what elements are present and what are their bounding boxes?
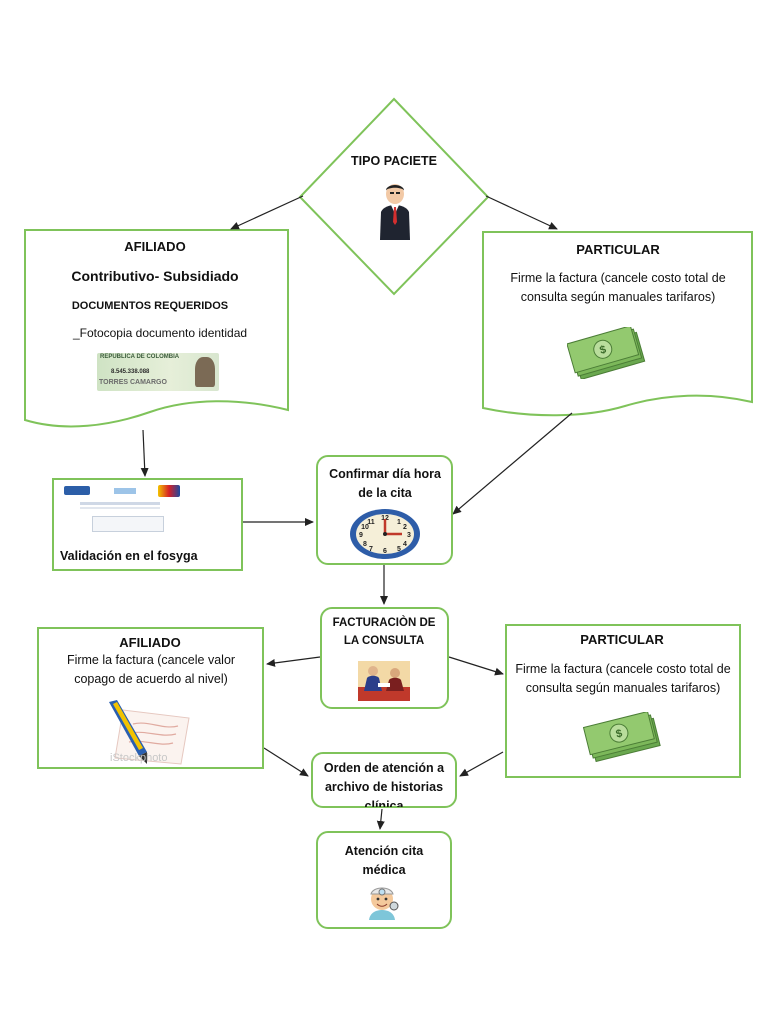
edge-afiliado-fosyga <box>140 429 149 477</box>
afiliado-top-document <box>24 229 289 428</box>
facturacion-line1: FACTURACIÒN DE <box>332 617 436 629</box>
particular-top-document <box>482 231 753 417</box>
svg-text:1: 1 <box>397 519 401 526</box>
tipo-title: TIPO PACIETE <box>351 154 437 168</box>
id-card-number: 8.545.338.088 <box>111 369 150 375</box>
orden-line3-clip: clínica <box>314 798 454 807</box>
afiliado-top-title: AFILIADO <box>124 239 186 254</box>
edge-facturacion-afiliado <box>266 656 321 667</box>
fosyga-screenshot-icon <box>62 484 182 532</box>
money-icon: $ <box>567 327 646 379</box>
particular-top-title: PARTICULAR <box>576 242 660 257</box>
svg-text:2: 2 <box>403 524 407 531</box>
svg-text:12: 12 <box>381 515 389 522</box>
particular-mid-line2: consulta según manuales tarifaros) <box>525 681 721 695</box>
orden-line3: clínica <box>364 799 404 807</box>
svg-text:9: 9 <box>359 532 363 539</box>
svg-text:10: 10 <box>361 524 369 531</box>
svg-text:$: $ <box>615 728 624 741</box>
afiliado-top-subtitle: Contributivo- Subsidiado <box>71 268 239 284</box>
svg-text:7: 7 <box>369 546 373 553</box>
id-card-icon: REPUBLICA DE COLOMBIA 8.545.338.088 TORR… <box>97 353 219 391</box>
atencion-line1: Atención cita <box>344 844 424 858</box>
edges <box>140 195 573 830</box>
fosyga-label: Validación en el fosyga <box>60 549 198 563</box>
edge-afiliado-orden <box>263 747 309 777</box>
edge-orden-atencion <box>376 808 385 830</box>
orden-line2: archivo de historias <box>324 780 444 794</box>
particular-mid-title: PARTICULAR <box>580 632 664 647</box>
svg-text:4: 4 <box>403 541 407 548</box>
id-card-country: REPUBLICA DE COLOMBIA <box>100 354 180 360</box>
particular-top-line1: Firme la factura (cancele costo total de <box>510 271 726 285</box>
id-card-name: TORRES CAMARGO <box>99 379 167 386</box>
afiliado-mid-line2: copago de acuerdo al nivel) <box>74 672 228 686</box>
money-icon: $ <box>583 712 661 762</box>
particular-top-line2: consulta según manuales tarifaros) <box>520 290 716 304</box>
cashier-icon <box>358 661 410 701</box>
afiliado-top-docs-title: DOCUMENTOS REQUERIDOS <box>71 300 229 312</box>
afiliado-mid-title: AFILIADO <box>119 635 181 650</box>
afiliado-mid-line1: Firme la factura (cancele valor <box>66 653 236 667</box>
afiliado-top-doc-item: _Fotocopia documento identidad <box>72 326 248 340</box>
svg-text:8: 8 <box>363 541 367 548</box>
svg-text:11: 11 <box>367 519 375 526</box>
facturacion-line2: LA CONSULTA <box>343 635 425 647</box>
svg-text:5: 5 <box>397 546 401 553</box>
businessman-icon <box>380 184 410 240</box>
orden-line1: Orden de atención a <box>323 761 445 775</box>
confirmar-line2: de la cita <box>358 486 412 500</box>
afiliado-mid-watermark: iStockphoto <box>110 752 168 764</box>
edge-particular-confirmar <box>452 412 573 515</box>
svg-text:6: 6 <box>383 548 387 555</box>
pen-signature-icon <box>109 700 190 765</box>
edge-tipo-afiliado <box>230 195 304 230</box>
orden-box <box>311 752 457 808</box>
doctor-icon <box>369 887 399 920</box>
particular-mid-line1: Firme la factura (cancele costo total de <box>515 662 731 676</box>
edge-particular-orden <box>459 751 504 777</box>
svg-text:$: $ <box>598 344 607 357</box>
edge-tipo-particular <box>485 195 558 230</box>
atencion-line2: médica <box>362 863 406 877</box>
confirmar-line1: Confirmar día hora <box>329 467 441 481</box>
edge-facturacion-particular <box>448 656 504 676</box>
svg-text:3: 3 <box>407 532 411 539</box>
